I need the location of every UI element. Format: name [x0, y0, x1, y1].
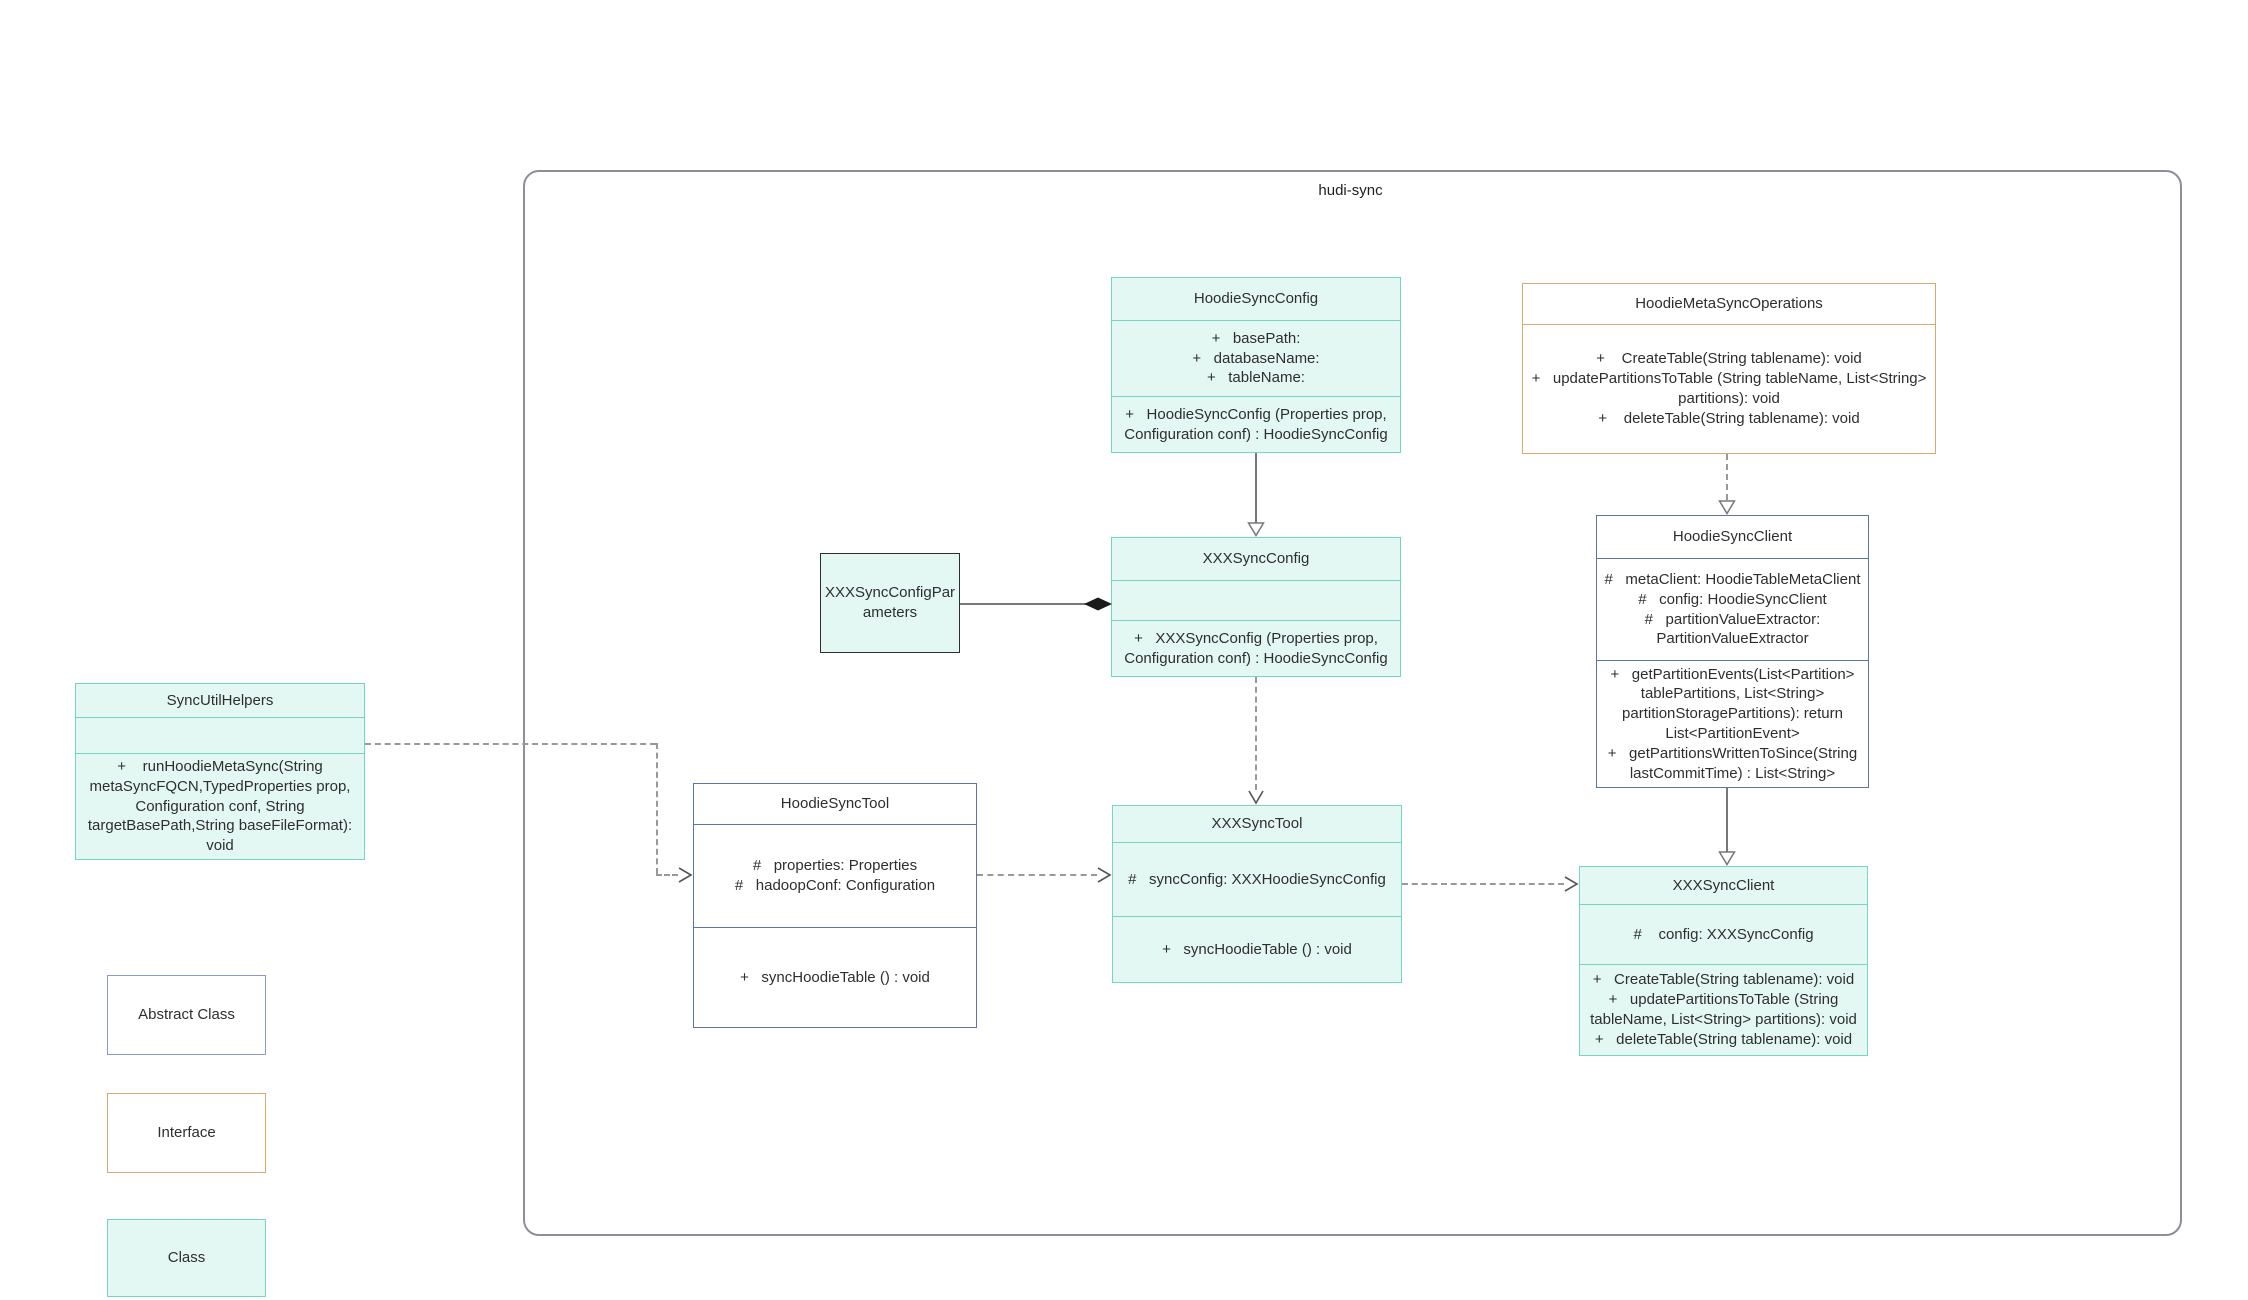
dependency-arrowhead	[1248, 790, 1264, 805]
class-methods: + CreateTable(String tablename): void + …	[1523, 324, 1935, 453]
realization-arrowhead	[1718, 500, 1736, 515]
class-hoodie-sync-config: HoodieSyncConfig + basePath: + databaseN…	[1111, 277, 1401, 453]
abstract-class-hoodie-sync-tool: HoodieSyncTool # properties: Properties …	[693, 783, 977, 1028]
legend-abstract-class: Abstract Class	[107, 975, 266, 1055]
class-title: HoodieMetaSyncOperations	[1635, 295, 1823, 313]
class-methods: + XXXSyncConfig (Properties prop, Config…	[1112, 620, 1400, 676]
connector-line	[1255, 453, 1257, 523]
abstract-class-hoodie-sync-client: HoodieSyncClient # metaClient: HoodieTab…	[1596, 515, 1869, 788]
connector-line	[1726, 454, 1728, 500]
class-xxx-sync-tool: XXXSyncTool # syncConfig: XXXHoodieSyncC…	[1112, 805, 1402, 983]
inheritance-arrowhead	[1718, 851, 1736, 866]
class-methods: + getPartitionEvents(List<Partition> tab…	[1597, 660, 1868, 787]
connector-line	[1255, 677, 1257, 790]
composition-diamond	[1084, 597, 1112, 611]
package-hudi-sync	[523, 170, 2182, 1236]
connector-line	[656, 743, 658, 874]
connector-line	[1726, 788, 1728, 852]
legend-interface: Interface	[107, 1093, 266, 1173]
connector-line	[365, 743, 656, 745]
class-title: XXXSyncConfig	[1202, 550, 1310, 568]
class-attributes: # config: XXXSyncConfig	[1580, 904, 1867, 964]
class-methods: + syncHoodieTable () : void	[1113, 916, 1401, 982]
class-attributes: # metaClient: HoodieTableMetaClient # co…	[1597, 558, 1868, 660]
class-title: XXXSyncTool	[1211, 815, 1303, 833]
class-attributes	[76, 716, 364, 753]
class-title: HoodieSyncConfig	[1193, 290, 1319, 308]
inheritance-arrowhead	[1247, 522, 1265, 537]
class-attributes: # properties: Properties # hadoopConf: C…	[694, 824, 976, 927]
class-title: SyncUtilHelpers	[166, 691, 274, 709]
class-attributes	[1112, 580, 1400, 620]
class-title: HoodieSyncTool	[780, 795, 890, 813]
class-xxx-sync-client: XXXSyncClient # config: XXXSyncConfig + …	[1579, 866, 1868, 1056]
class-xxx-sync-config: XXXSyncConfig + XXXSyncConfig (Propertie…	[1111, 537, 1401, 677]
package-label: hudi-sync	[1318, 182, 1383, 199]
class-methods: + syncHoodieTable () : void	[694, 927, 976, 1027]
class-title: XXXSyncClient	[1672, 876, 1775, 894]
dependency-arrowhead	[678, 867, 693, 883]
connector-line	[656, 874, 678, 876]
class-methods: + HoodieSyncConfig (Properties prop, Con…	[1112, 396, 1400, 452]
class-methods: + CreateTable(String tablename): void + …	[1580, 964, 1867, 1055]
legend-class: Class	[107, 1219, 266, 1297]
dependency-arrowhead	[1097, 867, 1112, 883]
class-title: HoodieSyncClient	[1672, 528, 1793, 546]
connector-line	[1402, 883, 1564, 885]
class-xxx-sync-config-parameters: XXXSyncConfigPar ameters	[820, 553, 960, 653]
interface-hoodie-meta-sync-operations: HoodieMetaSyncOperations + CreateTable(S…	[1522, 283, 1936, 454]
connector-line	[977, 874, 1097, 876]
dependency-arrowhead	[1564, 876, 1579, 892]
connector-line	[960, 603, 1086, 605]
class-attributes: + basePath: + databaseName: + tableName:	[1112, 320, 1400, 396]
class-sync-util-helpers: SyncUtilHelpers + runHoodieMetaSync(Stri…	[75, 683, 365, 860]
class-attributes: # syncConfig: XXXHoodieSyncConfig	[1113, 842, 1401, 916]
class-methods: + runHoodieMetaSync(String metaSyncFQCN,…	[76, 753, 364, 859]
